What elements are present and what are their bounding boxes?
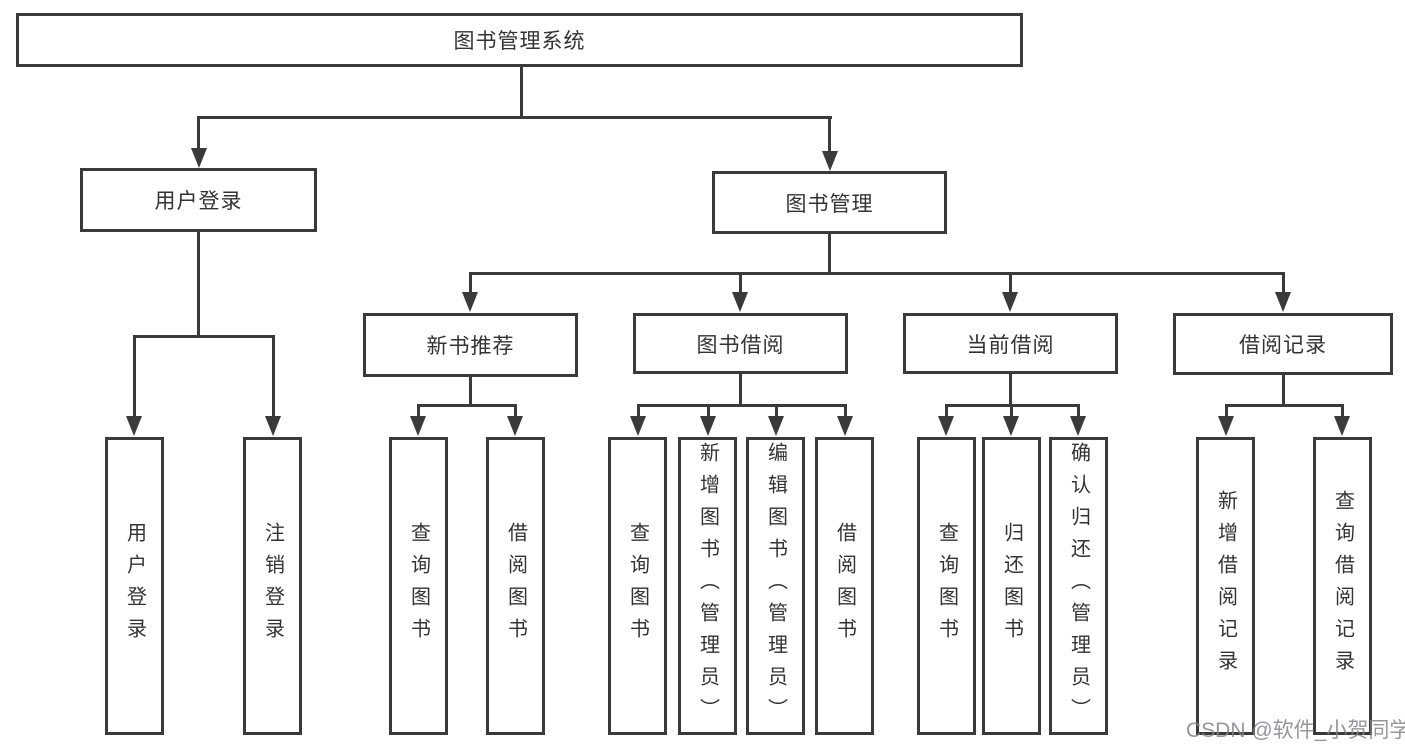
arrow-down-leaf-11	[1334, 416, 1350, 436]
csdn-watermark: CSDN @软件_小贺同学	[1186, 719, 1405, 742]
leaf-borrow-books: 借阅图书	[815, 437, 874, 735]
leaf-query-borrow-record-label: 查询借阅记录	[1331, 490, 1354, 682]
connector-new-book-split	[417, 404, 517, 407]
connector-new-book-stub	[469, 374, 472, 406]
leaf-query-books-current-label: 查询图书	[935, 522, 958, 650]
connector-drop-leaf-5	[775, 404, 778, 418]
leaf-edit-books-admin-label: 编辑图书（管理员）	[764, 442, 787, 730]
leaf-borrow-books-recommend-label: 借阅图书	[504, 522, 527, 650]
arrow-down-user-login	[191, 148, 207, 168]
leaf-confirm-return-admin: 确认归还（管理员）	[1049, 437, 1108, 735]
connector-drop-leaf-4	[707, 404, 710, 418]
leaf-query-books-borrow-label: 查询图书	[626, 522, 649, 650]
node-new-book-recommendation: 新书推荐	[363, 313, 578, 377]
connector-drop-leaf-logout	[272, 335, 275, 416]
connector-drop-borrowing-records	[1282, 272, 1285, 293]
leaf-user-login: 用户登录	[105, 437, 164, 735]
leaf-add-books-admin-label: 新增图书（管理员）	[696, 442, 719, 730]
connector-book-borrowing-split	[637, 404, 846, 407]
connector-drop-leaf-2	[514, 404, 517, 418]
leaf-confirm-return-admin-label: 确认归还（管理员）	[1067, 442, 1090, 730]
leaf-return-books: 归还图书	[982, 437, 1041, 735]
node-current-borrowing: 当前借阅	[903, 313, 1118, 374]
node-book-borrowing: 图书借阅	[633, 313, 848, 374]
connector-user-login-stub	[197, 232, 200, 337]
arrow-down-leaf-1	[410, 416, 426, 436]
arrow-down-borrowing-records	[1275, 292, 1291, 312]
leaf-logout: 注销登录	[243, 437, 302, 735]
connector-drop-leaf-11	[1341, 404, 1344, 418]
arrow-down-current-borrowing	[1002, 292, 1018, 312]
connector-drop-leaf-6	[844, 404, 847, 418]
arrow-down-new-book	[462, 292, 478, 312]
arrow-down-book-management	[822, 151, 838, 171]
connector-drop-current-borrowing	[1009, 272, 1012, 293]
arrow-down-leaf-3	[630, 416, 646, 436]
connector-drop-leaf-user-login	[133, 335, 136, 416]
leaf-return-books-label: 归还图书	[1000, 522, 1023, 650]
leaf-query-books-recommend-label: 查询图书	[407, 522, 430, 650]
leaf-add-borrow-record: 新增借阅记录	[1196, 437, 1255, 735]
connector-drop-leaf-9	[1077, 404, 1080, 418]
connector-level3-split	[469, 272, 1284, 275]
leaf-add-borrow-record-label: 新增借阅记录	[1214, 490, 1237, 682]
leaf-edit-books-admin: 编辑图书（管理员）	[746, 437, 805, 735]
leaf-query-books-current: 查询图书	[917, 437, 976, 735]
arrow-down-leaf-4	[700, 416, 716, 436]
node-borrowing-records: 借阅记录	[1173, 313, 1393, 375]
leaf-user-login-label: 用户登录	[123, 522, 146, 650]
connector-drop-leaf-3	[637, 404, 640, 418]
arrow-down-leaf-logout	[265, 416, 281, 436]
arrow-down-leaf-8	[1003, 416, 1019, 436]
leaf-logout-label: 注销登录	[261, 522, 284, 650]
connector-drop-leaf-1	[417, 404, 420, 418]
arrow-down-leaf-7	[938, 416, 954, 436]
connector-drop-leaf-8	[1010, 404, 1013, 418]
leaf-query-books-recommend: 查询图书	[389, 437, 448, 735]
leaf-add-books-admin: 新增图书（管理员）	[678, 437, 737, 735]
connector-borrowing-records-split	[1225, 404, 1343, 407]
arrow-down-leaf-5	[768, 416, 784, 436]
connector-drop-leaf-7	[945, 404, 948, 418]
arrow-down-leaf-2	[507, 416, 523, 436]
node-book-management: 图书管理	[712, 171, 947, 234]
arrow-down-leaf-6	[837, 416, 853, 436]
connector-current-borrowing-stub	[1009, 374, 1012, 406]
connector-level1-split	[197, 116, 832, 119]
connector-book-borrowing-stub	[739, 374, 742, 406]
connector-drop-leaf-10	[1225, 404, 1228, 418]
arrow-down-book-borrowing	[732, 292, 748, 312]
connector-borrowing-records-stub	[1282, 374, 1285, 406]
connector-drop-book-management	[828, 116, 831, 152]
connector-drop-book-borrowing	[739, 272, 742, 293]
leaf-query-books-borrow: 查询图书	[608, 437, 667, 735]
connector-user-login-split	[133, 335, 274, 338]
leaf-query-borrow-record: 查询借阅记录	[1313, 437, 1372, 735]
arrow-down-leaf-9	[1070, 416, 1086, 436]
connector-root-stub	[520, 67, 523, 117]
leaf-borrow-books-recommend: 借阅图书	[486, 437, 545, 735]
arrow-down-leaf-user-login	[126, 416, 142, 436]
node-user-login: 用户登录	[80, 168, 317, 232]
leaf-borrow-books-label: 借阅图书	[833, 522, 856, 650]
connector-drop-user-login	[197, 116, 200, 150]
connector-book-management-stub	[828, 234, 831, 274]
node-library-management-system: 图书管理系统	[16, 13, 1023, 67]
connector-drop-new-book	[469, 272, 472, 293]
arrow-down-leaf-10	[1218, 416, 1234, 436]
